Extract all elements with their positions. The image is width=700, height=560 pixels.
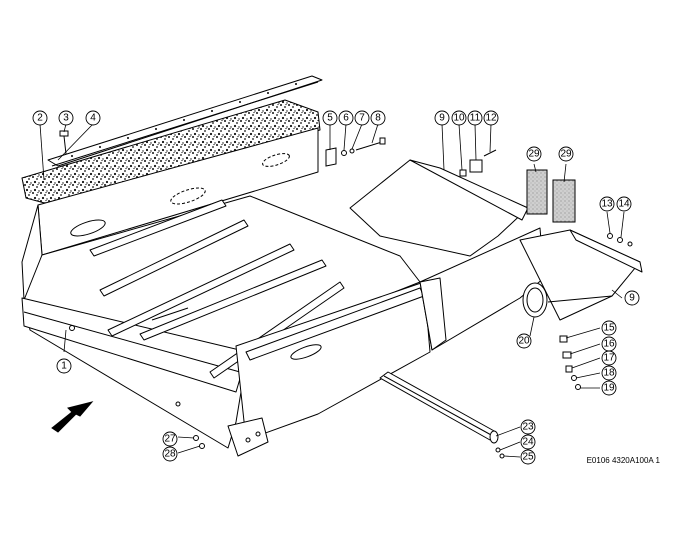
callout-number-7: 7 [359,113,365,124]
callout-circle-14 [616,196,632,212]
mat-right [552,179,576,223]
leader-lines [39,123,625,458]
strip-holes [71,83,297,157]
callout-number-17: 17 [603,353,615,364]
callout-circle-15 [601,320,617,336]
callout-circle-7 [354,110,370,126]
callout-circle-29 [558,146,574,162]
callout-circle-25 [520,449,536,465]
frame-drawing [21,75,643,457]
callout-number-4: 4 [90,113,96,124]
callout-circle-4 [85,110,101,126]
callout-number-15: 15 [603,323,615,334]
callout-number-9: 9 [439,113,445,124]
callout-number-25: 25 [522,452,534,463]
callout-circle-13 [599,196,615,212]
callout-circle-24 [520,434,536,450]
callout-number-2: 2 [37,113,43,124]
callout-number-20: 20 [518,336,530,347]
callout-circle-20 [516,333,532,349]
callout-number-11: 11 [470,113,481,124]
callout-circle-28 [162,446,178,462]
callout-circle-1 [56,358,72,374]
callout-circle-10 [451,110,467,126]
callout-circle-18 [601,365,617,381]
direction-arrow [51,401,94,433]
callout-circle-6 [338,110,354,126]
callout-number-13: 13 [601,199,613,210]
callout-circle-8 [370,110,386,126]
callout-circle-9 [434,110,450,126]
callout-number-10: 10 [453,113,465,124]
callout-number-19: 19 [603,383,615,394]
callout-circle-11 [467,110,483,126]
callout-number-9: 9 [629,293,635,304]
callout-number-3: 3 [63,113,69,124]
callout-circle-9 [624,290,640,306]
callout-circle-17 [601,350,617,366]
front-rail [21,297,249,393]
callout-circle-12 [483,110,499,126]
callout-number-29: 29 [560,149,572,160]
callout-circle-5 [322,110,338,126]
callout-number-8: 8 [375,113,381,124]
callout-number-27: 27 [164,434,176,445]
callout-circle-19 [601,380,617,396]
top-angle-strip [47,75,323,167]
callout-number-28: 28 [164,449,176,460]
callout-circle-29 [526,146,542,162]
callout-number-29: 29 [528,149,540,160]
callout-circle-2 [32,110,48,126]
callout-circle-27 [162,431,178,447]
callout-number-16: 16 [603,339,615,350]
callout-number-24: 24 [522,437,534,448]
seal-strip [21,99,321,206]
callout-number-18: 18 [603,368,615,379]
loose-parts [59,130,633,459]
callout-number-14: 14 [618,199,630,210]
callout-number-12: 12 [485,113,497,124]
callout-circle-23 [520,419,536,435]
callout-number-5: 5 [327,113,333,124]
callout-number-1: 1 [61,361,67,372]
callout-number-6: 6 [343,113,349,124]
reference-code: E0106 4320A100A 1 [586,456,660,465]
callout-circle-3 [58,110,74,126]
callout-number-23: 23 [522,422,534,433]
mat-left [526,169,548,215]
